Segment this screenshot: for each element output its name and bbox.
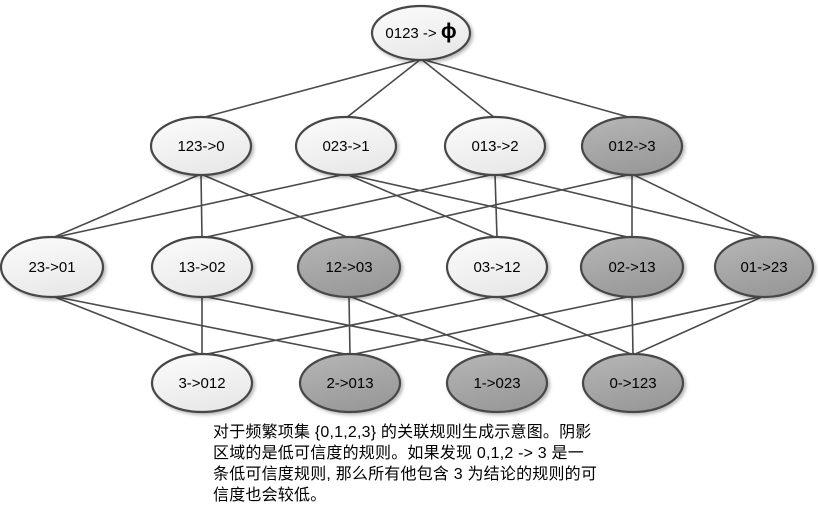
edge-03-12--3-012 xyxy=(201,295,498,356)
node-2-013: 2->013 xyxy=(298,352,402,414)
caption-line: 信度也会较低。 xyxy=(213,487,327,504)
rule-lattice-diagram: 0123 -> ϕ 123->0 023->1 013->2 012->3 23->01 1… xyxy=(0,4,815,414)
node-label-1-023: 1->023 xyxy=(473,375,520,392)
edge-0123-phi--013-2 xyxy=(420,58,496,119)
rule-ellipse xyxy=(150,352,254,414)
caption-line: 区域的是低可信度的规则。如果发现 0,1,2 -> 3 是一 xyxy=(213,445,584,462)
node-0123-phi: 0123 -> ϕ xyxy=(370,4,472,62)
edge-0123-phi--023-1 xyxy=(345,58,422,119)
node-0-123: 0->123 xyxy=(581,352,685,414)
rule-ellipse xyxy=(370,4,472,62)
node-label-013-2: 013->2 xyxy=(471,138,518,155)
rule-ellipse-shaded xyxy=(713,235,815,299)
node-23-01: 23->01 xyxy=(0,235,105,299)
node-label-3-012: 3->012 xyxy=(178,375,225,392)
rule-ellipse xyxy=(150,235,254,299)
node-01-23: 01->23 xyxy=(713,235,815,299)
rule-ellipse-shaded xyxy=(296,235,402,299)
edge-013-2--03-12 xyxy=(494,173,498,239)
node-label-2-013: 2->013 xyxy=(326,375,373,392)
node-label-13-02: 13->02 xyxy=(178,259,225,276)
node-label-03-12: 03->12 xyxy=(473,259,520,276)
node-label-0123-phi: 0123 -> ϕ xyxy=(385,20,456,43)
node-3-012: 3->012 xyxy=(150,352,254,414)
node-label-023-1: 023->1 xyxy=(322,138,369,155)
rule-ellipse-shaded xyxy=(580,115,684,177)
edge-0123-phi--012-3 xyxy=(420,58,633,119)
edge-0123-phi--123-0 xyxy=(200,58,422,119)
node-013-2: 013->2 xyxy=(443,115,547,177)
node-03-12: 03->12 xyxy=(445,235,549,299)
edge-01-23--1-023 xyxy=(496,295,765,356)
node-label-02-13: 02->13 xyxy=(608,259,655,276)
edge-23-01--3-012 xyxy=(51,295,203,356)
node-12-03: 12->03 xyxy=(296,235,402,299)
rule-ellipse-shaded xyxy=(579,235,685,299)
rule-ellipse-shaded xyxy=(581,352,685,414)
node-label-123-0: 123->0 xyxy=(177,138,224,155)
edge-123-0--12-03 xyxy=(200,173,350,239)
edge-012-3--01-23 xyxy=(631,173,765,239)
edge-12-03--1-023 xyxy=(348,295,498,356)
node-label-23-01: 23->01 xyxy=(28,259,75,276)
rule-ellipse xyxy=(445,235,549,299)
rule-ellipse-shaded xyxy=(298,352,402,414)
rule-ellipse xyxy=(443,115,547,177)
edge-013-2--13-02 xyxy=(201,173,496,239)
node-label-01-23: 01->23 xyxy=(740,259,787,276)
node-012-3: 012->3 xyxy=(580,115,684,177)
edge-012-3--12-03 xyxy=(348,173,633,239)
edge-02-13--2-013 xyxy=(349,295,633,356)
node-13-02: 13->02 xyxy=(150,235,254,299)
rule-ellipse-shaded xyxy=(445,352,549,414)
rule-ellipse xyxy=(149,115,253,177)
node-label-0-123: 0->123 xyxy=(609,375,656,392)
edge-23-01--2-013 xyxy=(51,295,351,356)
node-123-0: 123->0 xyxy=(149,115,253,177)
edge-013-2--01-23 xyxy=(494,173,765,239)
caption-line: 条低可信度规则, 那么所有他包含 3 为结论的规则的可 xyxy=(213,466,598,483)
node-023-1: 023->1 xyxy=(294,115,398,177)
edge-01-23--0-123 xyxy=(632,295,765,356)
figure-caption: 对于频繁项集 {0,1,2,3} 的关联规则生成示意图。阴影 区域的是低可信度的… xyxy=(213,422,617,505)
node-1-023: 1->023 xyxy=(445,352,549,414)
edge-023-1--03-12 xyxy=(345,173,498,239)
edge-03-12--0-123 xyxy=(496,295,634,356)
caption-line: 对于频繁项集 {0,1,2,3} 的关联规则生成示意图。阴影 xyxy=(213,424,592,441)
phi-symbol: ϕ xyxy=(441,20,457,43)
rule-ellipse xyxy=(294,115,398,177)
node-label-12-03: 12->03 xyxy=(325,259,372,276)
edge-123-0--23-01 xyxy=(51,173,202,239)
edge-023-1--23-01 xyxy=(51,173,347,239)
node-label-012-3: 012->3 xyxy=(608,138,655,155)
node-02-13: 02->13 xyxy=(579,235,685,299)
rule-ellipse xyxy=(0,235,105,299)
